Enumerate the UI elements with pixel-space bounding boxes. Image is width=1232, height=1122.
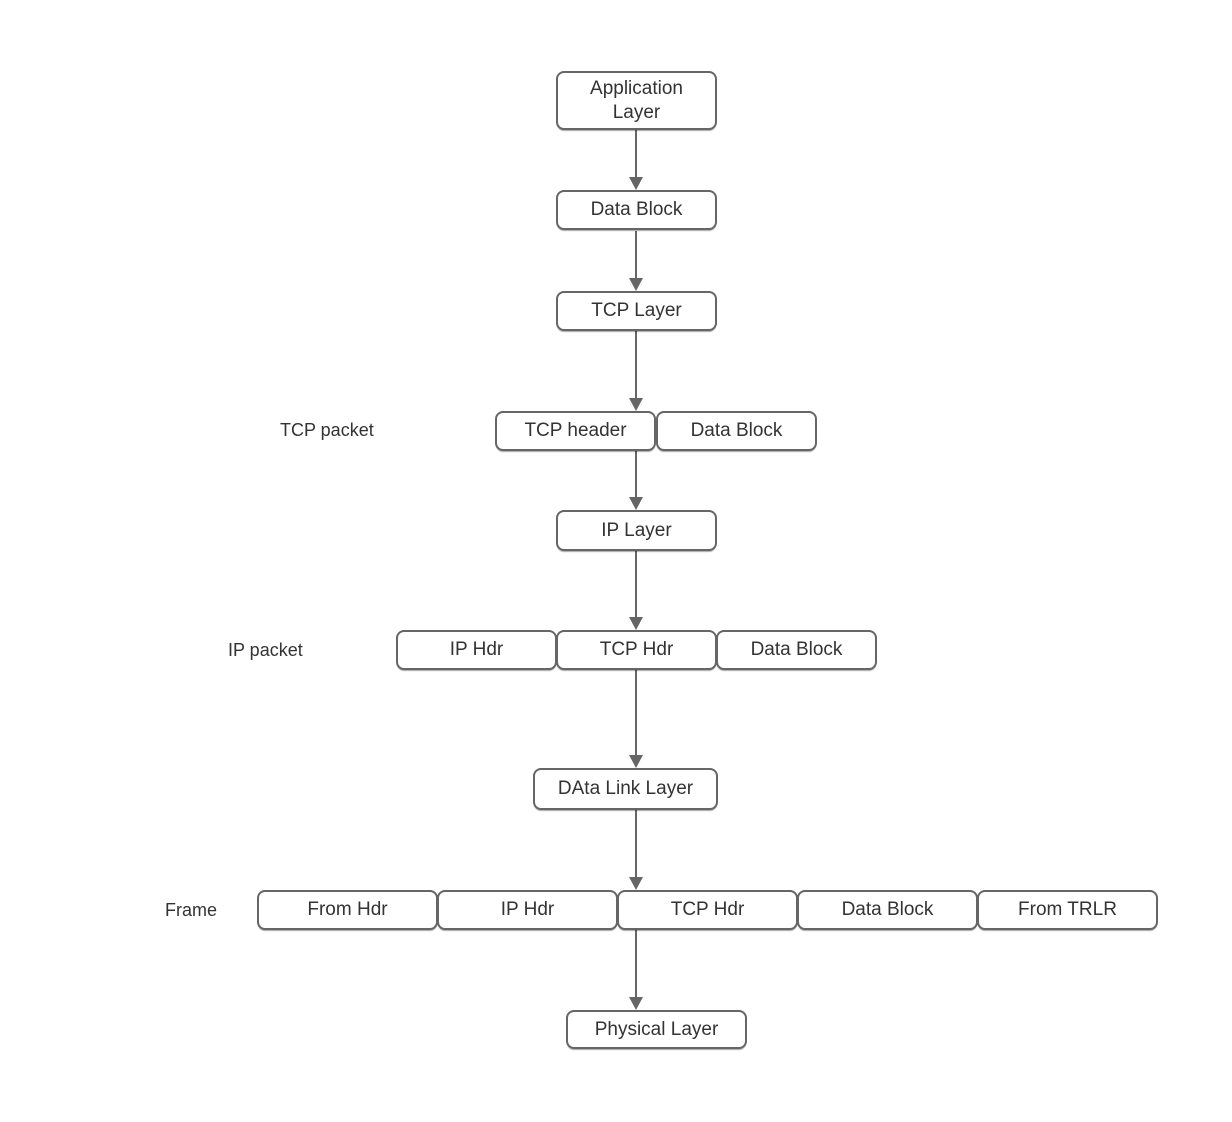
node-label: Data Block [690,420,783,441]
node-label: Data Block [750,639,843,660]
arrowhead-down-icon [629,278,643,291]
arrowhead-down-icon [629,398,643,411]
node-tcp-layer: TCP Layer [556,291,717,331]
arrowhead-down-icon [629,877,643,890]
node-label: TCP Layer [591,300,682,321]
node-label: Application Layer [590,77,683,123]
arrowhead-down-icon [629,617,643,630]
node-data-block-frame: Data Block [797,890,978,930]
node-physical-layer: Physical Layer [566,1010,747,1049]
node-label: From TRLR [1018,899,1117,920]
flow-arrow-3 [635,331,637,398]
flow-arrow-4 [635,451,637,497]
node-label: From Hdr [307,899,388,920]
node-application-layer: Application Layer [556,71,717,130]
node-tcp-header: TCP header [495,411,656,451]
node-tcp-hdr-ip-packet: TCP Hdr [556,630,717,670]
node-label: TCP header [524,420,627,441]
node-data-block-top: Data Block [556,190,717,230]
row-label-tcp-packet: TCP packet [280,420,374,440]
flow-arrow-6 [635,670,637,755]
node-from-trlr: From TRLR [977,890,1158,930]
node-ip-hdr-ip-packet: IP Hdr [396,630,557,670]
node-ip-layer: IP Layer [556,510,717,551]
node-label: Physical Layer [594,1018,719,1040]
flow-arrow-1 [635,130,637,177]
node-tcp-hdr-frame: TCP Hdr [617,890,798,930]
node-label: TCP Hdr [670,899,745,920]
flow-arrow-8 [635,930,637,997]
node-label: TCP Hdr [599,639,674,660]
node-data-block-ip-packet: Data Block [716,630,877,670]
flow-arrow-2 [635,231,637,278]
flow-arrow-7 [635,810,637,877]
arrowhead-down-icon [629,997,643,1010]
flow-arrow-5 [635,551,637,617]
node-data-block-tcp-packet: Data Block [656,411,817,451]
row-label-frame: Frame [165,900,218,920]
node-ip-hdr-frame: IP Hdr [437,890,618,930]
node-label: IP Hdr [449,639,504,660]
node-label: Data Block [841,899,934,920]
node-label: IP Layer [601,519,672,541]
arrowhead-down-icon [629,497,643,510]
node-data-link-layer: DAta Link Layer [533,768,718,810]
node-label: IP Hdr [500,899,555,920]
row-label-ip-packet: IP packet [228,640,303,660]
node-label: DAta Link Layer [557,778,694,799]
arrowhead-down-icon [629,755,643,768]
arrowhead-down-icon [629,177,643,190]
node-from-hdr: From Hdr [257,890,438,930]
node-label: Data Block [590,199,683,220]
